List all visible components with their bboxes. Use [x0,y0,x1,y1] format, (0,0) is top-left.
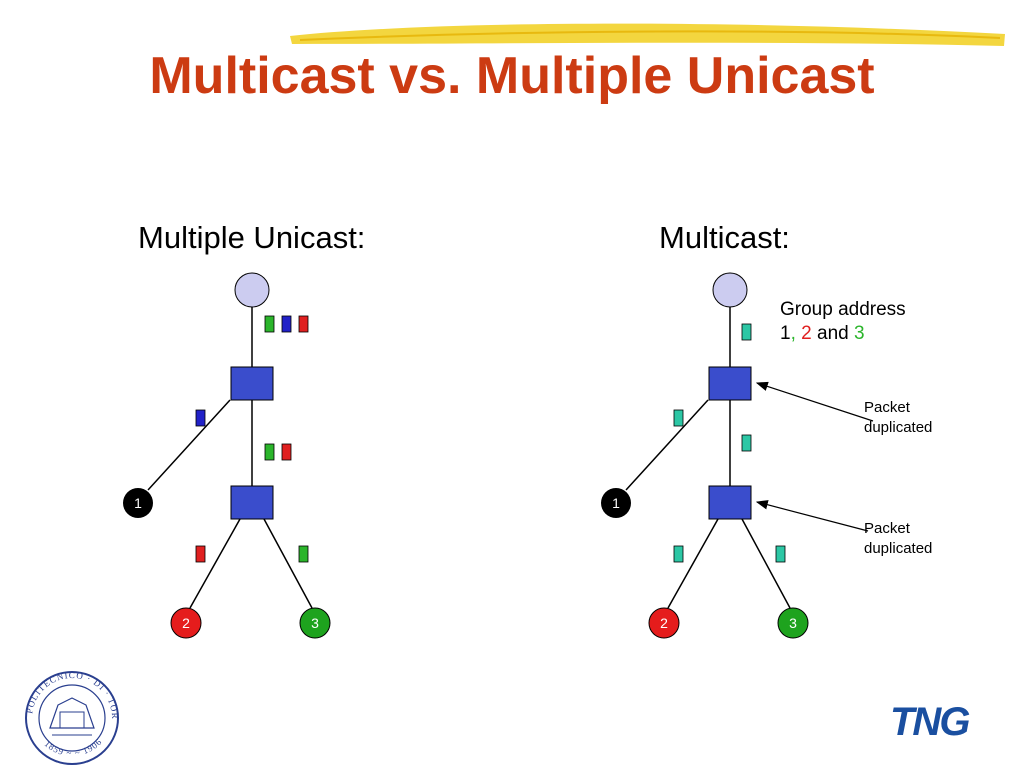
packet-teal [775,545,786,563]
link-router2-node2 [667,518,719,609]
multicast-node-2-label: 2 [660,615,668,631]
packet-teal [741,434,752,452]
multiple-unicast-heading: Multiple Unicast: [138,220,366,255]
packet-green [264,443,275,461]
arrow-duplication-2 [755,500,869,532]
multicast-node-1-label: 1 [612,495,620,511]
group-address-line2: 1, 2 and 3 [780,322,906,346]
group-address-line1: Group address [780,299,906,320]
multicast-node-1 [601,488,631,518]
tng-logo: TNG [890,700,970,745]
link-router2-node3 [741,518,791,609]
multicast-node-3-label: 3 [789,615,797,631]
packet-red [281,443,292,461]
group-addr-comma: , [790,323,796,344]
group-addr-1: 1 [780,323,791,344]
packet-teal [741,323,752,341]
multicast-heading: Multicast: [659,220,790,255]
router-2 [708,485,752,520]
arrow-duplication-1 [755,381,874,422]
unicast-node-2 [170,607,202,639]
annotation-line1: Packet [864,520,910,537]
annotation-line2: duplicated [864,540,933,557]
router-1 [230,366,274,401]
unicast-node-1 [123,488,153,518]
router-1 [708,366,752,401]
link-router1-node1 [147,399,231,491]
politecnico-seal-logo: POLITECNICO · DI · TORINO 1859 ~ ~ 1906 [0,0,120,765]
packet-blue [195,409,206,427]
unicast-node-2-label: 2 [182,615,190,631]
group-addr-2: 2 [801,323,812,344]
multicast-node-2 [648,607,680,639]
packet-teal [673,545,684,563]
annotation-packet-duplicated-1: Packet duplicated [864,398,932,438]
svg-text:1859 ~ ~ 1906: 1859 ~ ~ 1906 [43,736,104,758]
packet-green [264,315,275,333]
unicast-diagram: 1 2 3 [123,272,331,639]
page-title: Multicast vs. Multiple Unicast [149,47,875,105]
annotation-line1: Packet [864,399,910,416]
packet-blue [281,315,292,333]
link-router2-node2 [189,518,241,609]
multicast-diagram: 1 2 3 [601,272,874,639]
packet-red [298,315,309,333]
tng-logo-text: TNG [890,700,970,744]
annotation-packet-duplicated-2: Packet duplicated [864,519,932,559]
packet-teal [673,409,684,427]
unicast-node-3 [299,607,331,639]
router-2 [230,485,274,520]
unicast-node-3-label: 3 [311,615,319,631]
unicast-node-1-label: 1 [134,495,142,511]
svg-text:POLITECNICO · DI · TORINO: POLITECNICO · DI · TORINO [0,0,120,720]
group-address-label: Group address 1, 2 and 3 [780,298,906,346]
link-router2-node3 [263,518,313,609]
group-addr-and: and [817,323,849,344]
multicast-node-3 [777,607,809,639]
link-router1-node1 [625,399,709,491]
annotation-line2: duplicated [864,419,933,436]
group-addr-3: 3 [853,323,865,344]
source-node [712,272,748,308]
source-node [234,272,270,308]
packet-green [298,545,309,563]
packet-red [195,545,206,563]
